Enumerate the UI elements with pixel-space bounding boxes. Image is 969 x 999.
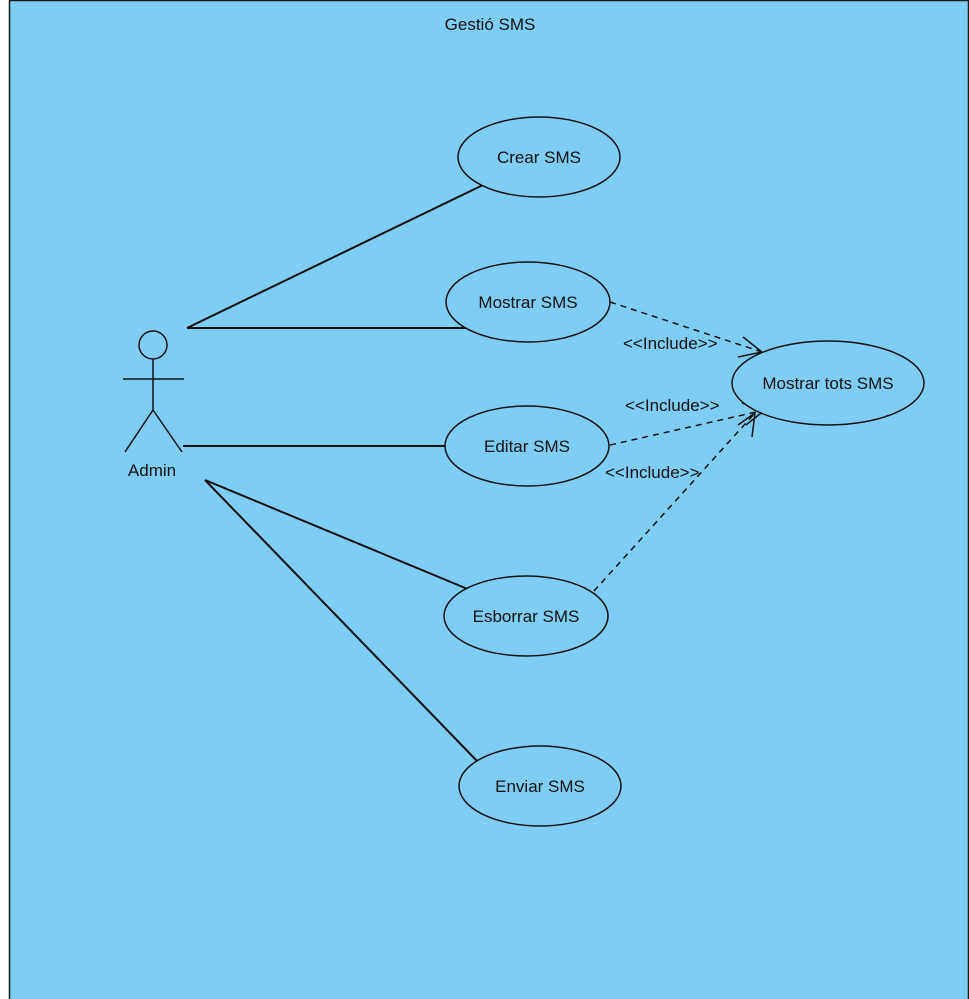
use-case-editar-ellipse [444,405,610,487]
use-case-editar-label: Editar SMS [484,437,570,456]
include-labels: <<Include>> <<Include>> <<Include>> [605,334,720,482]
associations [183,184,484,763]
use-case-mostrar-label: Mostrar SMS [478,293,577,312]
association-enviar[interactable] [204,479,479,763]
actor-label: Admin [128,461,176,480]
actor-left-leg [124,409,154,453]
use-case-enviar-label: Enviar SMS [495,777,585,796]
use-case-mostrar-tots-label: Mostrar tots SMS [762,374,893,393]
actor-right-leg [152,409,183,453]
include-label-1: <<Include>> [623,334,718,353]
use-case-editar[interactable]: Editar SMS [444,405,610,487]
use-case-mostrar-ellipse [445,261,611,343]
system-boundary-title: Gestió SMS [445,15,536,34]
association-crear[interactable] [186,184,484,329]
association-esborrar[interactable] [204,479,471,591]
use-case-esborrar-ellipse [443,575,609,657]
use-case-crear-label: Crear SMS [497,148,581,167]
actor-admin[interactable] [123,330,184,453]
include-line-mostrar[interactable] [609,301,763,353]
include-label-2: <<Include>> [625,396,720,415]
use-case-enviar-ellipse [458,745,622,827]
use-case-crear[interactable]: Crear SMS [457,116,621,198]
use-case-enviar[interactable]: Enviar SMS [458,745,622,827]
use-case-mostrar[interactable]: Mostrar SMS [445,261,611,343]
include-line-editar[interactable] [609,409,766,446]
use-case-crear-ellipse [457,116,621,198]
use-case-mostrar-tots-ellipse [731,340,925,426]
include-line-esborrar[interactable] [593,412,756,592]
use-case-esborrar-label: Esborrar SMS [473,607,580,626]
include-label-3: <<Include>> [605,463,700,482]
use-case-mostrar-tots[interactable]: Mostrar tots SMS [731,340,925,426]
use-case-esborrar[interactable]: Esborrar SMS [443,575,609,657]
include-arrowhead-esborrar [737,411,756,438]
